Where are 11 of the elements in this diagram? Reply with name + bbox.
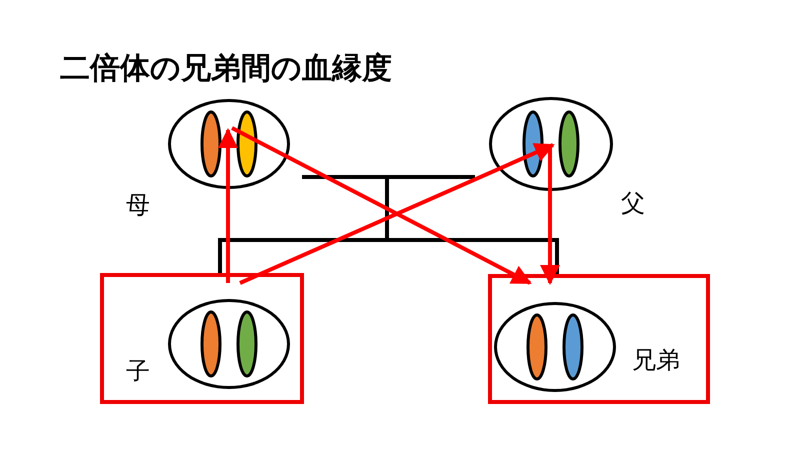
arrow (239, 143, 555, 285)
node-label: 子 (126, 359, 150, 383)
arrow (540, 145, 560, 285)
diagram-title: 二倍体の兄弟間の血縁度 (60, 50, 392, 88)
node-label: 母 (126, 193, 150, 217)
highlight-box (488, 274, 710, 404)
node-label: 兄弟 (632, 348, 680, 372)
highlight-box (100, 273, 304, 404)
arrow (218, 128, 238, 283)
arrow (231, 126, 532, 285)
node-label: 父 (621, 191, 645, 215)
